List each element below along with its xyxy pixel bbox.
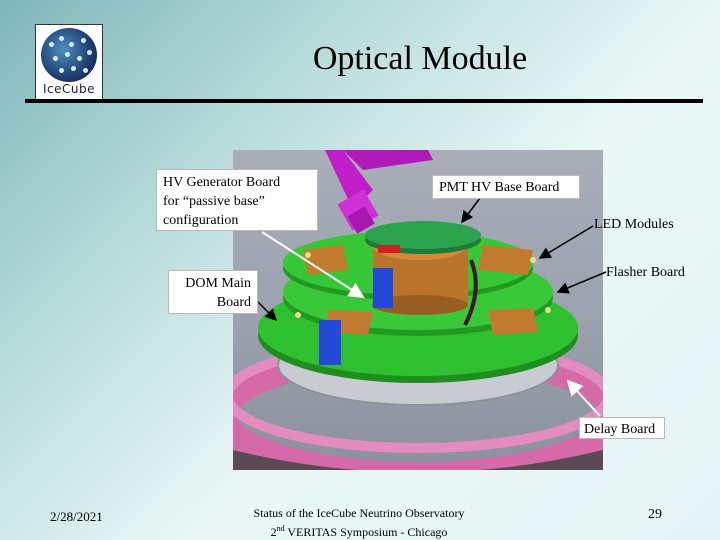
dom-main-board-label: DOM Main Board — [168, 270, 258, 314]
slide-title: Optical Module — [312, 40, 528, 77]
hv-generator-label: HV Generator Board for “passive base” co… — [156, 169, 318, 231]
footer-date: 2/28/2021 — [50, 509, 103, 524]
dom-main-line-1: DOM Main — [185, 276, 251, 291]
icecube-logo: IceCube — [35, 24, 103, 100]
hv-generator-line-2: for “passive base” — [163, 194, 265, 209]
footer-line-2: 2nd VERITAS Symposium - Chicago — [236, 521, 482, 540]
logo-text: IceCube — [42, 82, 95, 96]
optical-module-render — [233, 150, 603, 470]
hv-generator-line-1: HV Generator Board — [163, 175, 281, 190]
footer-line-2-sup: nd — [276, 524, 285, 533]
dom-main-line-2: Board — [216, 295, 251, 310]
footer-center: Status of the IceCube Neutrino Observato… — [236, 506, 482, 540]
page-number: 29 — [648, 507, 662, 522]
delay-board-label: Delay Board — [579, 417, 665, 439]
footer-line-1: Status of the IceCube Neutrino Observato… — [253, 506, 465, 520]
title-underline — [25, 99, 703, 103]
footer-line-2-prefix: 2 — [270, 525, 277, 539]
hv-generator-line-3: configuration — [163, 213, 239, 228]
pmt-hv-base-label: PMT HV Base Board — [432, 175, 580, 199]
icecube-logo-sphere — [41, 28, 97, 82]
led-modules-label: LED Modules — [594, 217, 674, 232]
footer-line-2-suffix: VERITAS Symposium - Chicago — [284, 525, 448, 539]
flasher-board-label: Flasher Board — [606, 265, 685, 280]
